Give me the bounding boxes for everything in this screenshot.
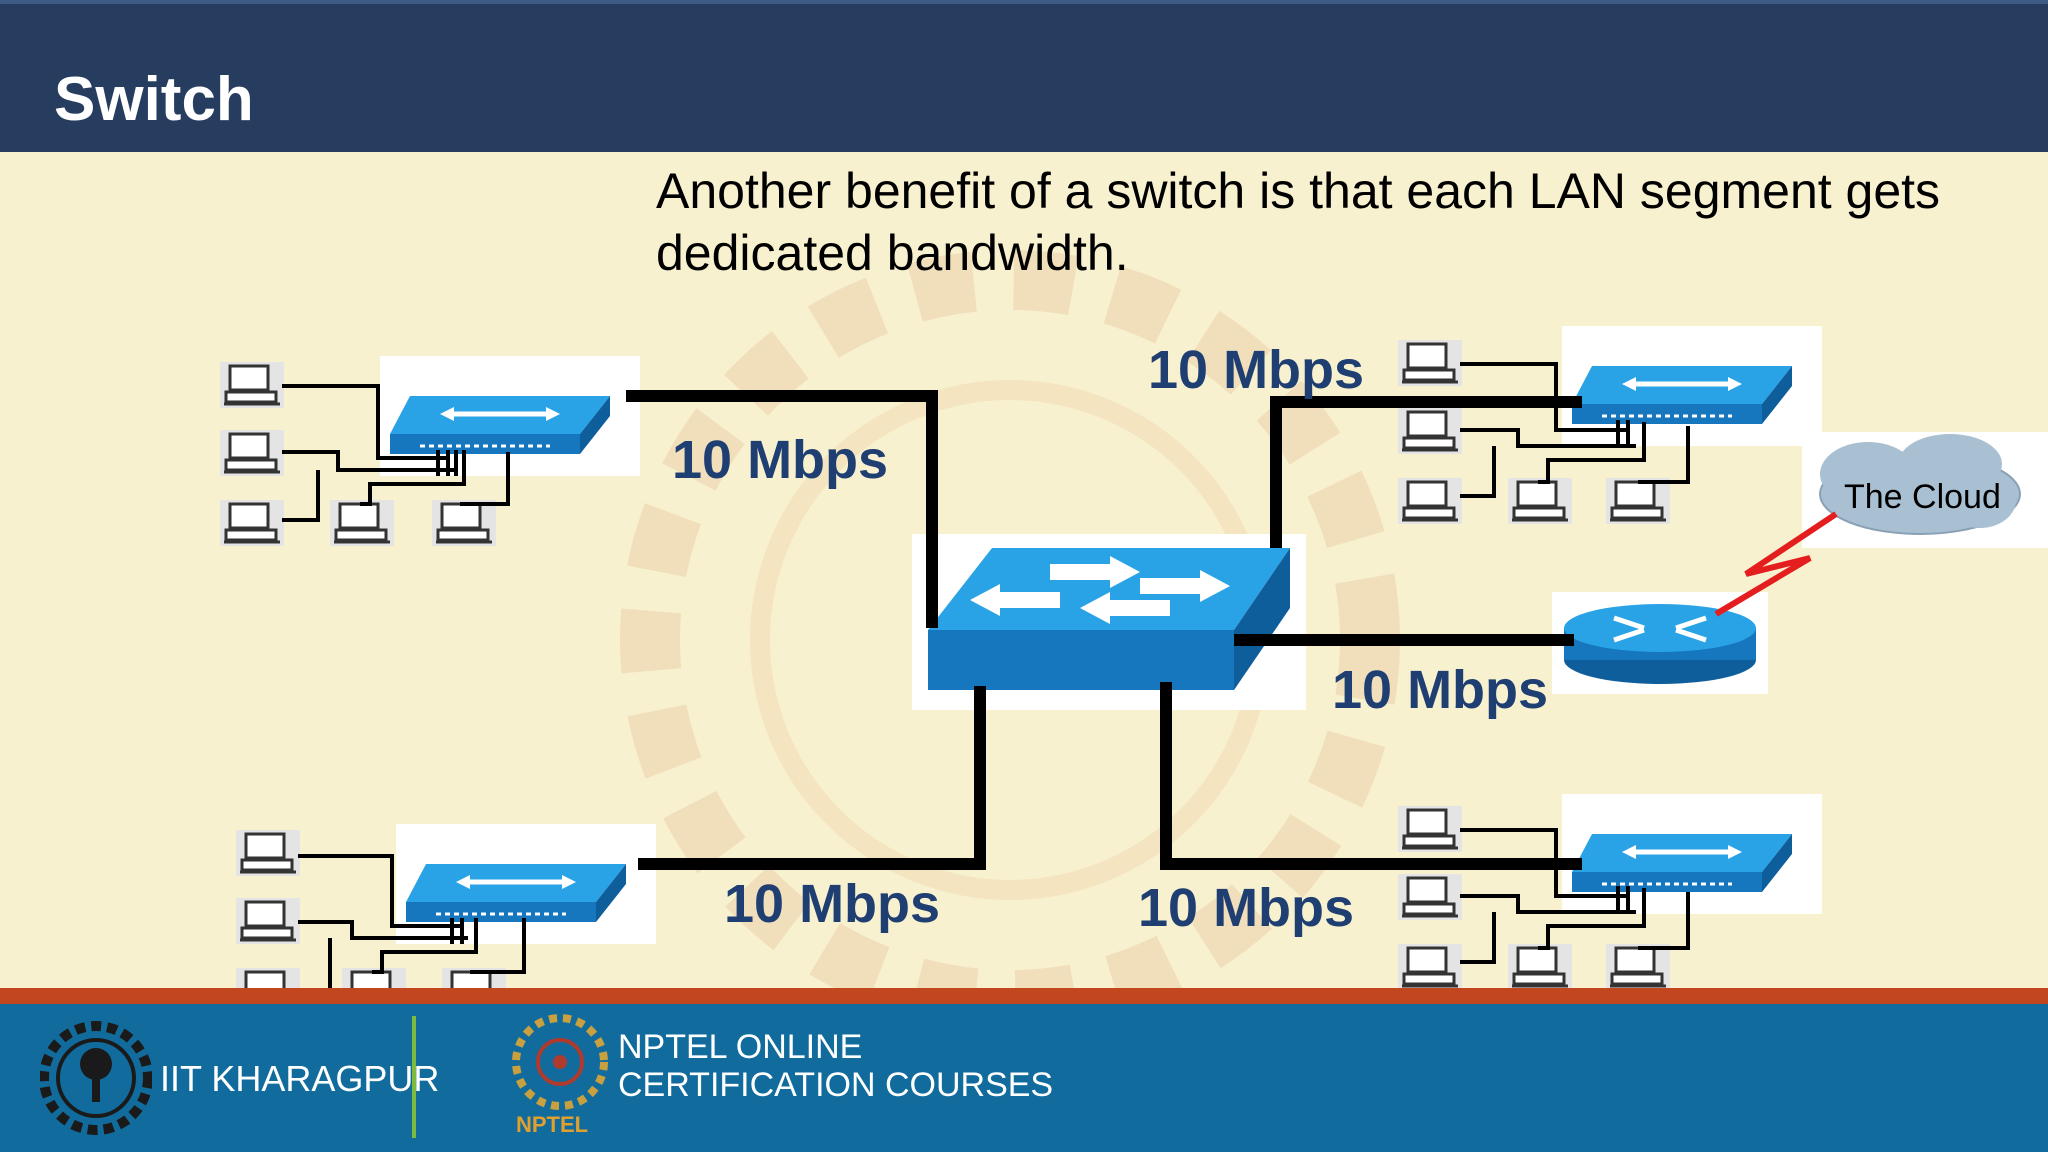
title-bar: Switch bbox=[0, 0, 2048, 152]
course-line-1: NPTEL ONLINE bbox=[618, 1028, 863, 1066]
link-label-top-left: 10 Mbps bbox=[672, 430, 888, 490]
cloud-label: The Cloud bbox=[1844, 478, 2001, 516]
footer-accent-strip bbox=[0, 988, 2048, 1004]
slide-body-text: Another benefit of a switch is that each… bbox=[656, 163, 1941, 281]
cloud-shape bbox=[1802, 432, 2048, 548]
trunk-links bbox=[626, 390, 1582, 870]
lan-segment-bottom-left bbox=[234, 824, 656, 1016]
lan-segment-bottom-right bbox=[1396, 794, 1822, 992]
link-label-top-right: 10 Mbps bbox=[1148, 340, 1364, 400]
lan-segment-top-right bbox=[1396, 326, 1822, 526]
iit-logo bbox=[40, 1021, 152, 1135]
serial-link bbox=[1714, 511, 1838, 617]
footer-bar bbox=[0, 988, 2048, 1152]
link-label-bottom-right: 10 Mbps bbox=[1138, 878, 1354, 938]
central-switch bbox=[912, 534, 1306, 710]
link-label-router: 10 Mbps bbox=[1332, 660, 1548, 720]
nptel-logo bbox=[512, 1014, 608, 1110]
lan-segment-top-left bbox=[218, 356, 640, 548]
slide-title: Switch bbox=[54, 65, 254, 134]
nptel-mark: NPTEL bbox=[516, 1112, 589, 1137]
router bbox=[1552, 592, 1768, 694]
course-line-2: CERTIFICATION COURSES bbox=[618, 1066, 1054, 1104]
link-label-bottom-left: 10 Mbps bbox=[724, 874, 940, 934]
institute-name: IIT KHARAGPUR bbox=[160, 1058, 440, 1099]
footer-divider bbox=[412, 1016, 416, 1138]
